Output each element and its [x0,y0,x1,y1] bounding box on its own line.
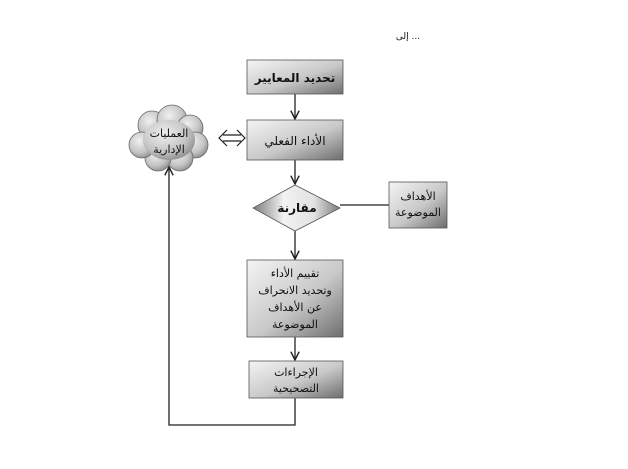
node-evaluate-performance: تقييم الأداء وتحديد الانحراف عن الأهداف … [246,259,344,338]
feedback-loop-line [169,167,296,426]
node-corrective-line-2: التصحيحية [273,382,319,395]
node-evaluate-line-1: تقييم الأداء [271,266,320,280]
node-define-standards-label: تحديد المعايير [254,71,336,85]
node-comparison: مقارنة [252,184,341,232]
node-actual-performance-label: الأداء الفعلي [264,133,325,148]
node-corrective-line-1: الإجراءات [274,366,318,379]
node-evaluate-line-2: وتحديد الانحراف [258,284,332,297]
node-evaluate-line-3: عن الأهداف [268,300,322,314]
node-set-objectives-line-2: الموضوعة [395,206,441,219]
node-evaluate-line-4: الموضوعة [272,318,318,331]
node-admin-line-1: العمليات [150,127,189,140]
cloud-shape [128,104,209,172]
node-corrective-actions: الإجراءات التصحيحية [248,360,344,399]
node-administrative-processes: العمليات الإدارية [128,104,209,172]
node-actual-performance: الأداء الفعلي [246,119,344,161]
node-comparison-label: مقارنة [277,201,316,215]
node-set-objectives: الأهداف الموضوعة [388,181,448,229]
page-header-text: إلى ... [396,32,420,42]
double-arrow-icon [218,129,246,147]
node-set-objectives-line-1: الأهداف [400,189,435,203]
node-define-standards: تحديد المعايير [246,59,344,95]
node-admin-line-2: الإدارية [153,143,185,156]
